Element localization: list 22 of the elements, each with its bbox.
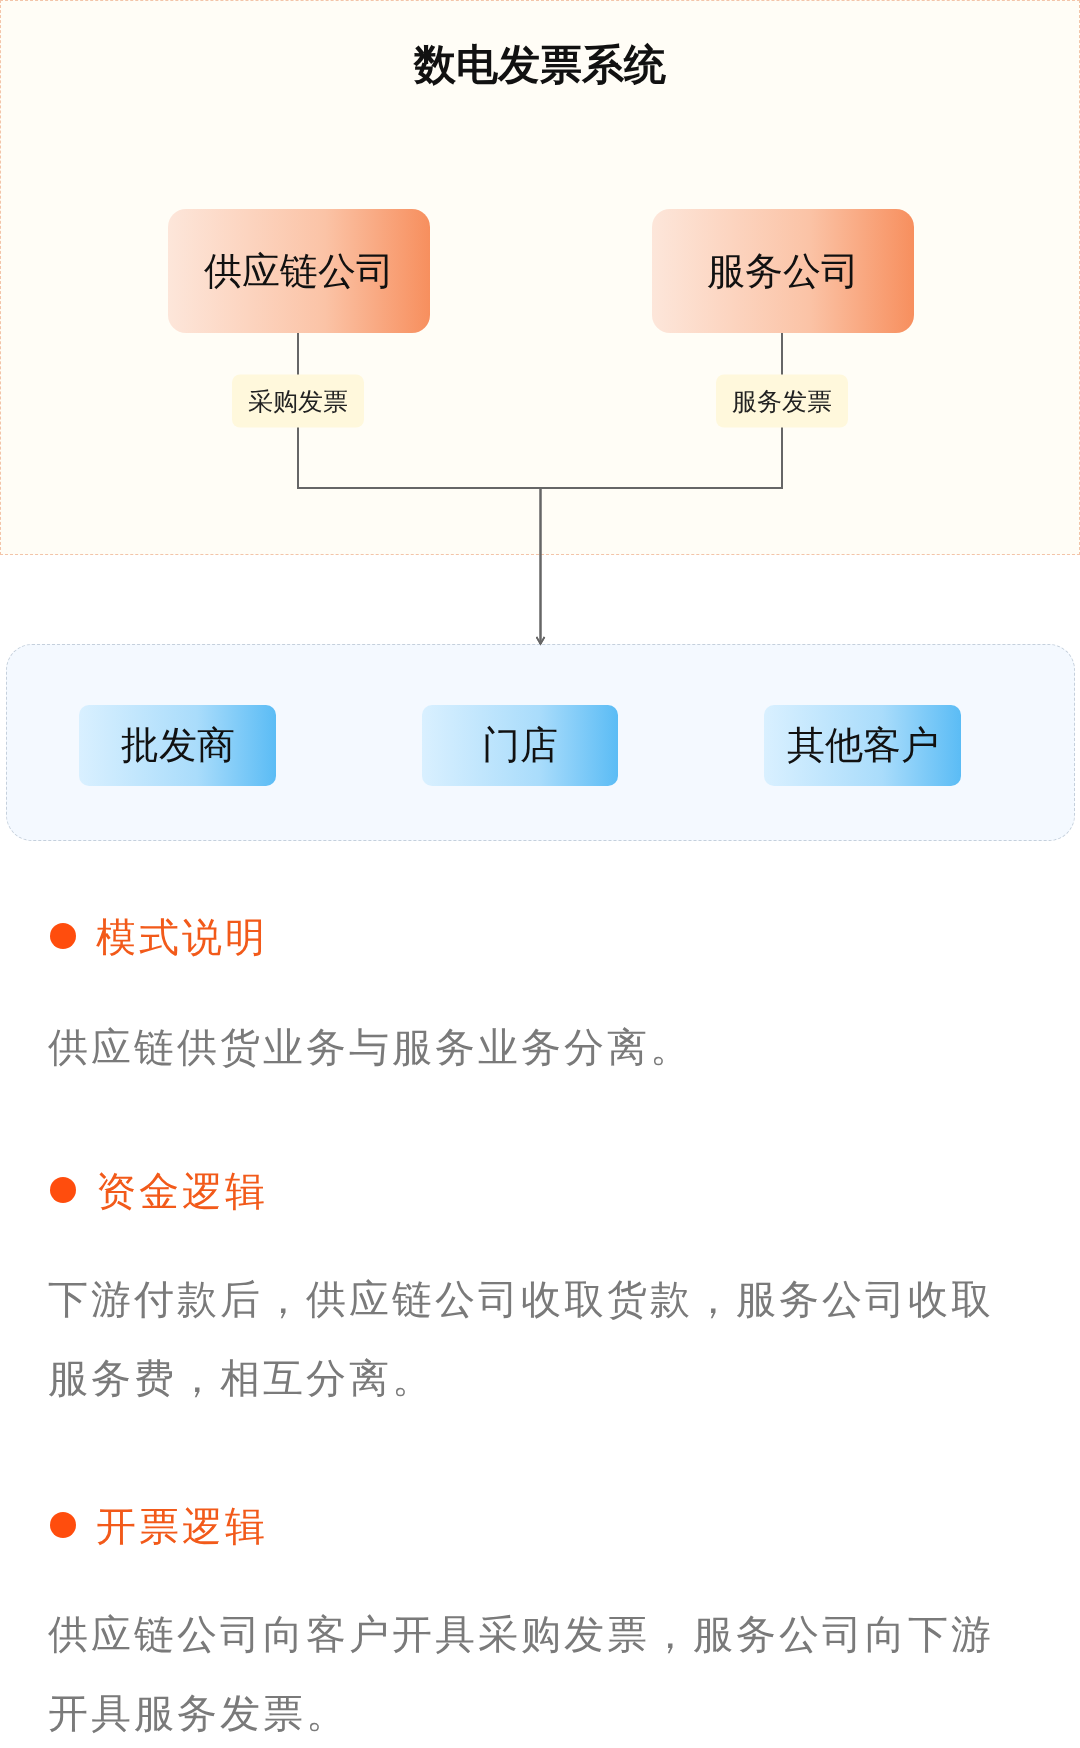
- box-label: 供应链公司: [204, 247, 394, 295]
- box-label: 门店: [482, 722, 558, 769]
- section-heading: 模式说明: [96, 913, 268, 962]
- customer-box: [764, 705, 961, 786]
- panel-title: 数电发票系统: [412, 39, 667, 91]
- customer-box: [422, 705, 618, 786]
- edge-label: 服务发票: [716, 374, 848, 428]
- connector-arrow: [535, 331, 783, 645]
- box-label: 其他客户: [786, 722, 939, 769]
- section-paragraph: 下游付款后，供应链公司收取货款，服务公司收取服务费，相互分离。: [48, 1275, 995, 1403]
- edge-label: 采购发票: [232, 374, 364, 428]
- section-heading: 开票逻辑: [96, 1502, 268, 1551]
- section-heading: 资金逻辑: [96, 1167, 268, 1216]
- customer-box: [79, 705, 276, 786]
- box-label: 批发商: [120, 722, 235, 769]
- section-paragraph: 供应链供货业务与服务业务分离。: [48, 1023, 694, 1072]
- system-panel: [0, 0, 1080, 555]
- company-box: [168, 209, 430, 333]
- customer-panel: [6, 644, 1075, 841]
- box-label: 服务公司: [707, 247, 859, 295]
- company-box: [652, 209, 914, 333]
- section-paragraph: 供应链公司向客户开具采购发票，服务公司向下游开具服务发票。: [48, 1610, 995, 1738]
